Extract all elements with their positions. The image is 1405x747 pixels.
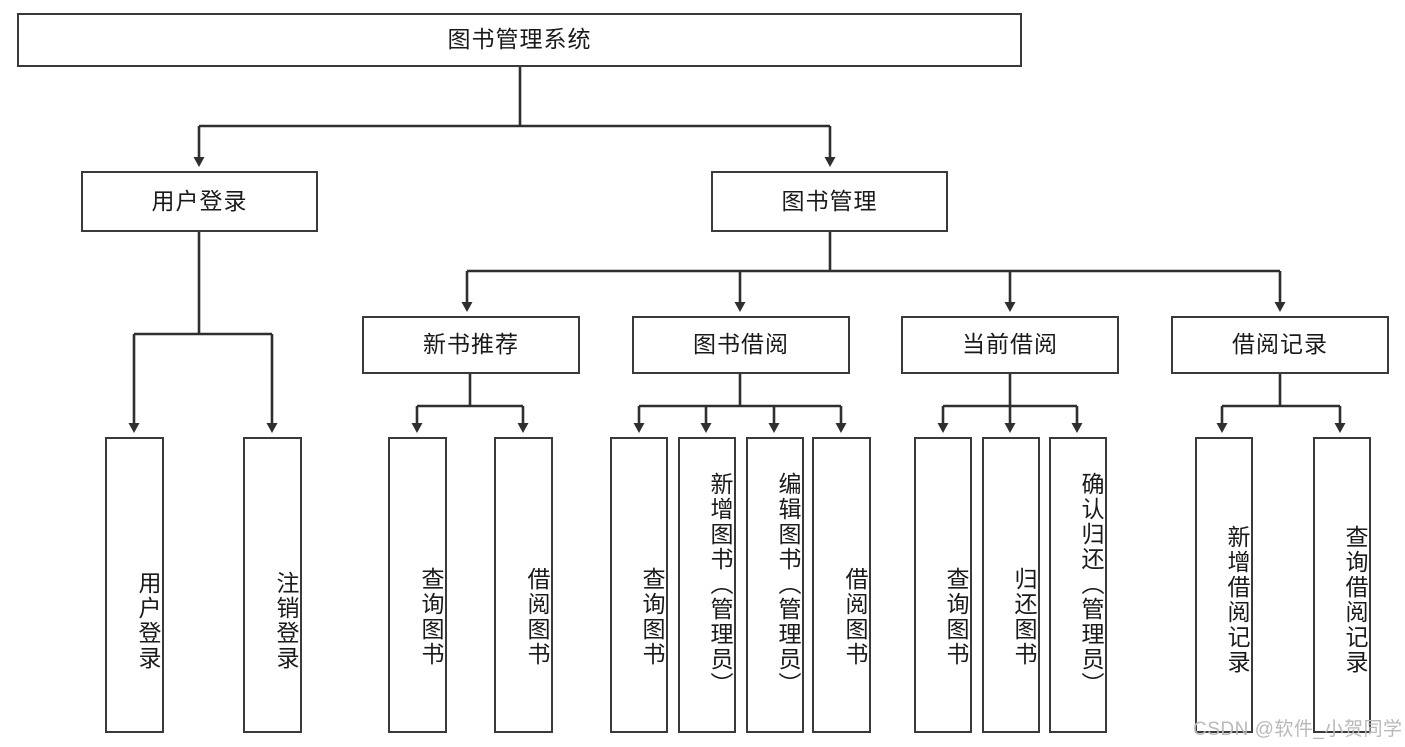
node-label: 图书借阅 — [693, 331, 789, 358]
node-label: 查询图书 — [418, 567, 444, 667]
leaf-current-borrow-confirm-return[interactable]: 确认归还（管理员） — [1049, 437, 1107, 733]
leaf-book-borrow-edit-book[interactable]: 编辑图书（管理员） — [746, 437, 804, 733]
node-label: 编辑图书（管理员） — [775, 471, 801, 697]
node-label: 图书管理系统 — [447, 26, 592, 53]
node-user-login[interactable]: 用户登录 — [81, 171, 318, 232]
leaf-borrow-record-add-record[interactable]: 新增借阅记录 — [1195, 437, 1253, 733]
node-label: 用户登录 — [135, 571, 161, 671]
leaf-new-book-query-book[interactable]: 查询图书 — [388, 437, 447, 733]
node-new-book-recommend[interactable]: 新书推荐 — [362, 316, 580, 374]
node-label: 新书推荐 — [423, 331, 519, 358]
leaf-user-login-logout[interactable]: 注销登录 — [243, 437, 302, 733]
node-label: 查询图书 — [943, 567, 969, 667]
node-label: 查询借阅记录 — [1342, 525, 1368, 675]
leaf-borrow-record-query-record[interactable]: 查询借阅记录 — [1313, 437, 1371, 733]
node-label: 借阅图书 — [842, 567, 868, 667]
leaf-new-book-borrow-book[interactable]: 借阅图书 — [494, 437, 553, 733]
node-label: 注销登录 — [273, 571, 299, 671]
leaf-book-borrow-borrow-book[interactable]: 借阅图书 — [812, 437, 871, 733]
node-current-borrow[interactable]: 当前借阅 — [901, 316, 1119, 374]
leaf-current-borrow-return-book[interactable]: 归还图书 — [982, 437, 1040, 733]
node-label: 查询图书 — [639, 567, 665, 667]
node-book-management[interactable]: 图书管理 — [711, 171, 948, 232]
node-root-system[interactable]: 图书管理系统 — [17, 13, 1022, 67]
node-label: 用户登录 — [151, 187, 248, 214]
csdn-watermark: CSDN @软件_小贺同学 — [1193, 719, 1403, 740]
leaf-book-borrow-add-book[interactable]: 新增图书（管理员） — [678, 437, 736, 733]
leaf-user-login-login[interactable]: 用户登录 — [105, 437, 164, 733]
node-label: 归还图书 — [1011, 567, 1037, 667]
node-label: 图书管理 — [781, 187, 878, 214]
node-label: 当前借阅 — [962, 331, 1058, 358]
node-borrow-record[interactable]: 借阅记录 — [1171, 316, 1389, 374]
leaf-current-borrow-query-book[interactable]: 查询图书 — [914, 437, 972, 733]
node-label: 借阅图书 — [524, 567, 550, 667]
node-label: 新增借阅记录 — [1224, 525, 1250, 675]
node-book-borrow[interactable]: 图书借阅 — [632, 316, 850, 374]
node-label: 借阅记录 — [1232, 331, 1328, 358]
node-label: 新增图书（管理员） — [707, 471, 733, 697]
node-label: 确认归还（管理员） — [1078, 471, 1104, 697]
leaf-book-borrow-query-book[interactable]: 查询图书 — [610, 437, 668, 733]
